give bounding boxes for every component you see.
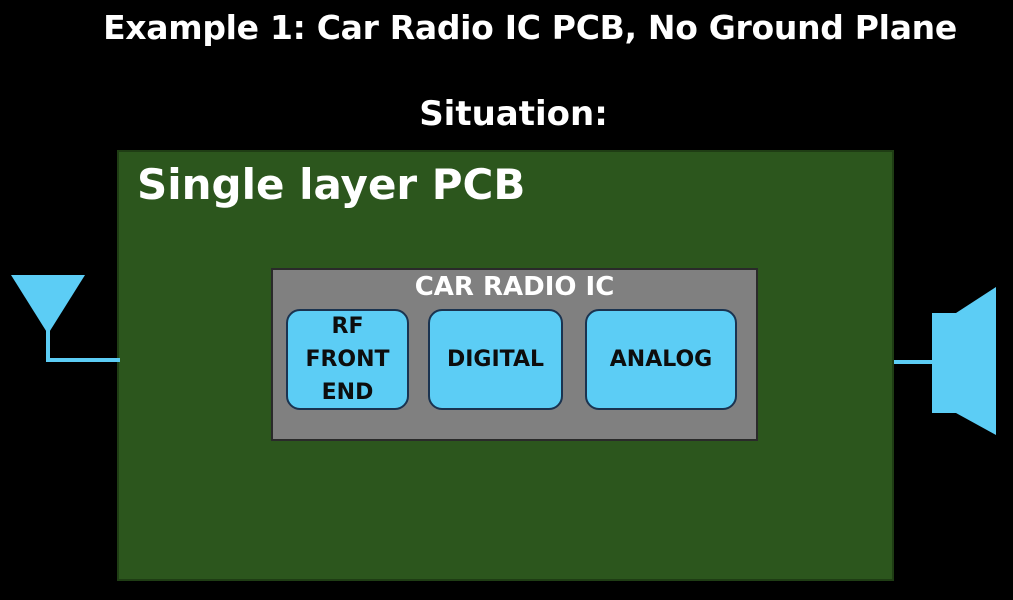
ic-label: CAR RADIO IC <box>414 272 615 302</box>
speaker-magnet <box>932 313 958 413</box>
speaker-cone <box>956 287 996 435</box>
slide-subtitle: Situation: <box>419 94 608 134</box>
digital-block: DIGITAL <box>428 309 563 410</box>
analog-block: ANALOG <box>585 309 737 410</box>
speaker-icon <box>894 287 996 435</box>
speaker-feed-line <box>894 360 934 364</box>
antenna-head <box>11 275 85 334</box>
antenna-mast <box>46 327 50 362</box>
pcb-board: Single layer PCB <box>117 150 894 581</box>
pcb-label: Single layer PCB <box>137 160 526 209</box>
rf-front-end-block: RF FRONT END <box>286 309 409 410</box>
antenna-feed-line <box>46 358 120 362</box>
slide-title: Example 1: Car Radio IC PCB, No Ground P… <box>103 8 957 47</box>
antenna-icon <box>11 275 120 362</box>
